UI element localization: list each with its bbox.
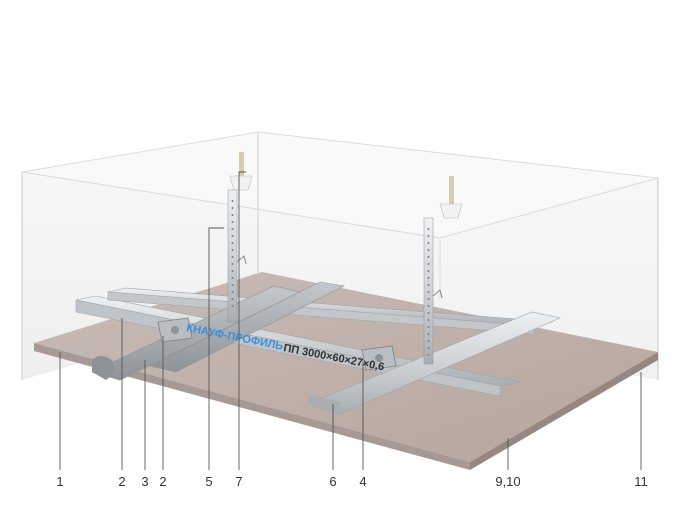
board-edge-front — [34, 343, 470, 470]
anchor-plate-left — [229, 175, 253, 191]
leader-line-7 — [238, 171, 246, 470]
callout-2a: 2 — [118, 474, 125, 489]
anchor-plate-right — [439, 203, 463, 219]
hangers — [227, 152, 463, 365]
crab-connectors — [157, 317, 397, 371]
callout-7: 7 — [235, 474, 242, 489]
profile-cross-left-end — [92, 356, 114, 380]
leader-lines — [59, 171, 642, 470]
crab-connector-left-hole — [171, 326, 179, 334]
callout-2b: 2 — [159, 474, 166, 489]
callout-11: 11 — [634, 474, 648, 489]
profile-cross-right-front — [308, 394, 340, 414]
callout-5: 5 — [205, 474, 212, 489]
anchor-rod-right — [449, 176, 454, 206]
anchor-rod-left — [239, 152, 244, 178]
callout-1: 1 — [56, 474, 63, 489]
ceiling-profiles-cross — [91, 281, 561, 415]
callout-4: 4 — [359, 474, 366, 489]
crab-connector-right-hole — [375, 354, 383, 362]
callout-labels: 1 2 3 2 5 7 6 4 9,10 11 — [56, 474, 647, 489]
callout-3: 3 — [141, 474, 148, 489]
callout-910: 9,10 — [495, 474, 520, 489]
callout-6: 6 — [329, 474, 336, 489]
board-edge-right — [470, 352, 658, 470]
leader-line-5 — [208, 227, 224, 470]
hanger-spring-right — [432, 289, 443, 299]
profile-cross-middle — [149, 281, 345, 373]
